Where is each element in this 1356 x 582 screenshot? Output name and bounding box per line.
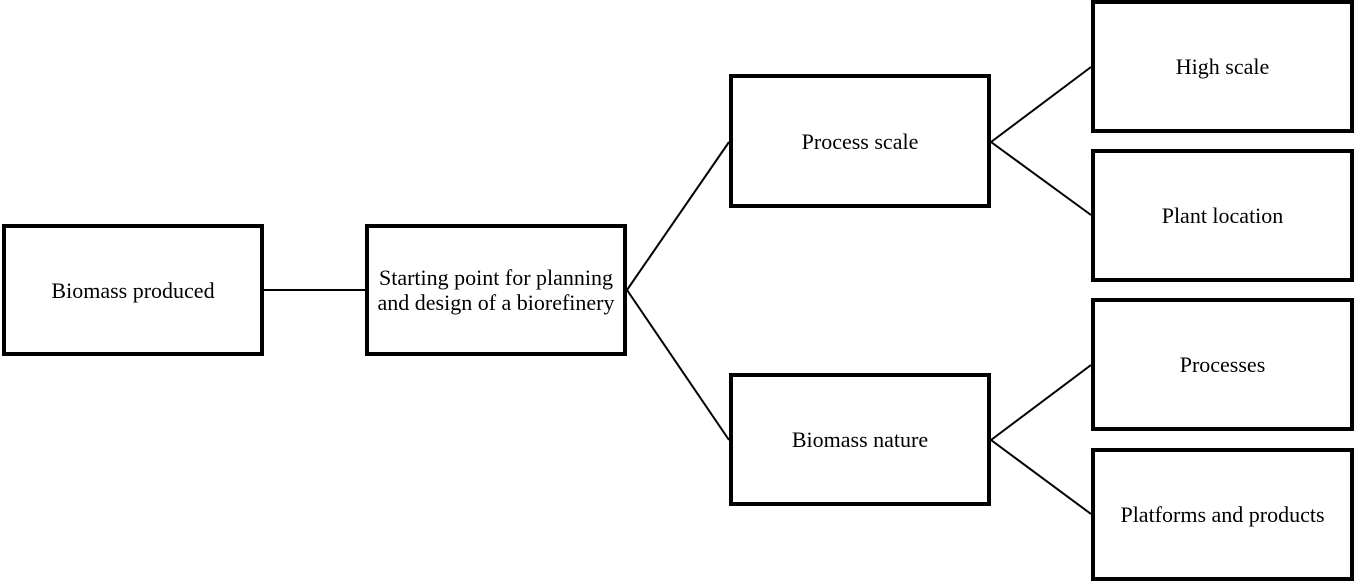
node-label: Process scale [801, 128, 919, 154]
edge-starting-point-to-biomass-nature [626, 289, 730, 441]
node-label: Starting point for planning and design o… [377, 265, 615, 315]
node-plant-location: Plant location [1091, 149, 1354, 282]
edge-biomass-nature-to-processes [990, 364, 1092, 441]
node-high-scale: High scale [1091, 0, 1354, 133]
node-label: High scale [1175, 54, 1270, 79]
edge-process-scale-to-plant-location [990, 141, 1092, 216]
node-label: Processes [1179, 352, 1266, 377]
edge-process-scale-to-high-scale [990, 66, 1092, 143]
node-biomass-nature: Biomass nature [729, 373, 991, 506]
node-platforms-and-products: Platforms and products [1091, 448, 1354, 581]
node-label: Biomass nature [791, 427, 929, 452]
node-label: Biomass produced [51, 277, 215, 303]
edge-biomass-nature-to-platforms [990, 439, 1092, 515]
node-process-scale: Process scale [729, 74, 991, 208]
node-biomass-produced: Biomass produced [2, 224, 264, 356]
node-starting-point: Starting point for planning and design o… [365, 224, 627, 356]
node-label: Plant location [1161, 203, 1284, 228]
node-label: Platforms and products [1120, 502, 1325, 527]
edge-starting-point-to-process-scale [626, 141, 730, 291]
node-processes: Processes [1091, 298, 1354, 431]
